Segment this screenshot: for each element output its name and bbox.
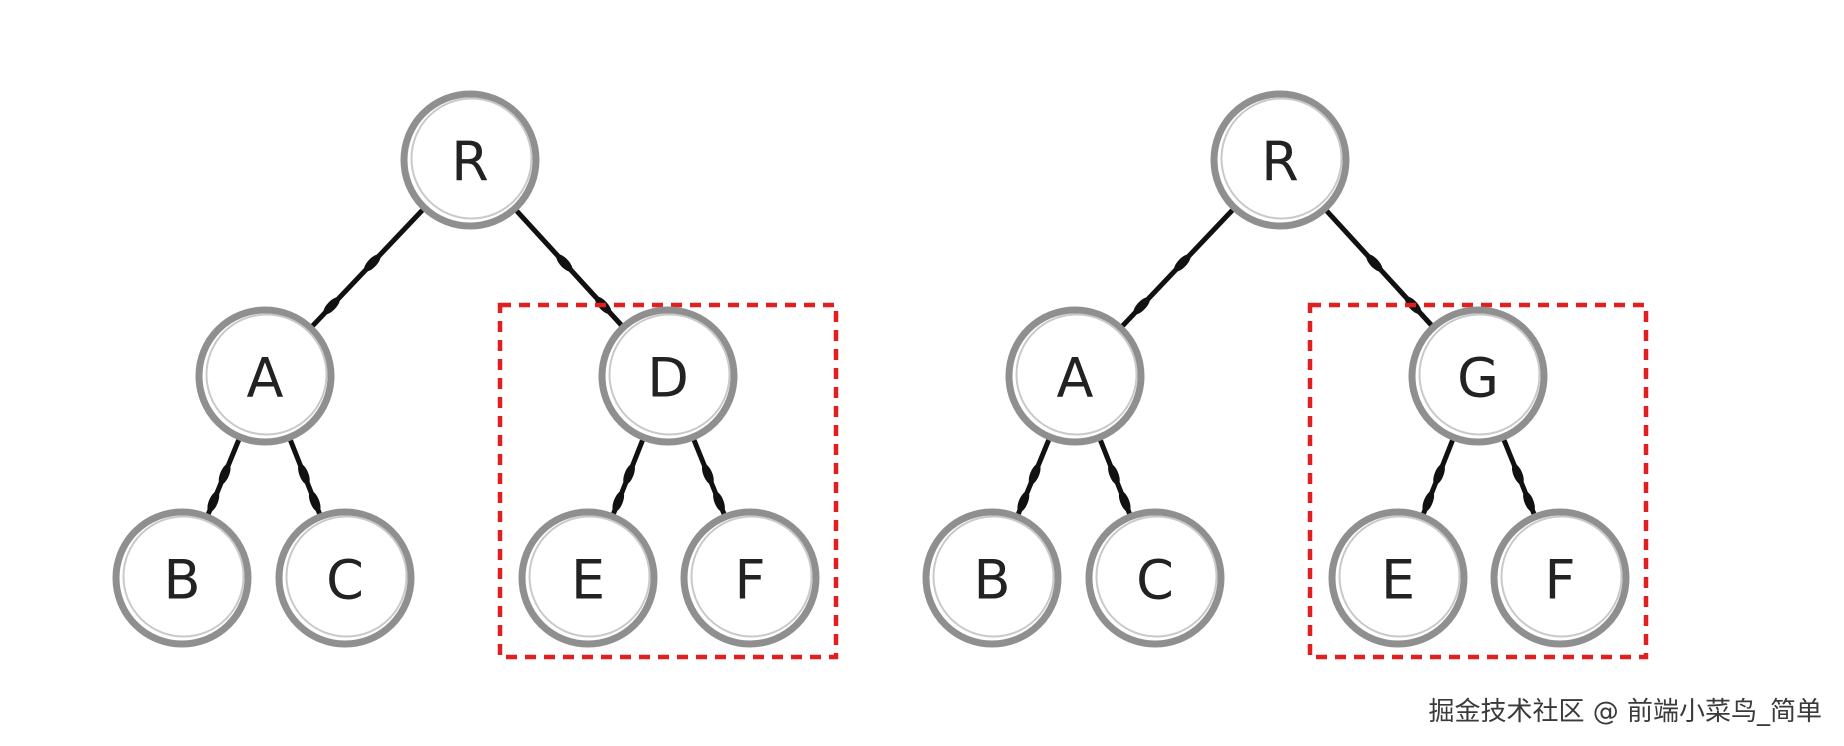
node-right-B: B	[922, 508, 1062, 648]
node-right-F: F	[1490, 508, 1630, 648]
node-left-R: R	[400, 90, 540, 230]
node-label-right-C: C	[1136, 549, 1174, 612]
edge-left-D-E	[610, 438, 645, 518]
node-label-left-D: D	[647, 347, 689, 410]
edge-right-A-B	[1015, 438, 1051, 518]
node-right-A: A	[1005, 306, 1145, 446]
node-label-right-R: R	[1261, 131, 1299, 194]
node-left-E: E	[518, 508, 658, 648]
node-left-B: B	[112, 508, 252, 648]
edge-left-R-D	[514, 209, 625, 329]
node-left-A: A	[195, 306, 335, 446]
node-label-left-R: R	[451, 131, 489, 194]
highlight-boxes-layer	[497, 302, 1649, 660]
node-left-F: F	[680, 508, 820, 648]
node-label-left-B: B	[163, 549, 200, 612]
node-right-R: R	[1210, 90, 1350, 230]
node-label-left-E: E	[571, 549, 605, 612]
node-label-right-B: B	[973, 549, 1010, 612]
edge-right-A-C	[1098, 438, 1133, 518]
edge-left-A-B	[205, 438, 241, 518]
node-label-right-F: F	[1544, 549, 1575, 612]
edges-layer	[205, 208, 1537, 518]
node-label-left-A: A	[247, 347, 284, 410]
node-left-C: C	[275, 508, 415, 648]
node-label-left-C: C	[326, 549, 364, 612]
watermark-text: 掘金技术社区 @ 前端小菜鸟_简单	[1428, 697, 1822, 727]
node-right-G: G	[1408, 306, 1548, 446]
highlight-box-left-D	[497, 302, 839, 660]
edge-left-D-F	[691, 438, 727, 518]
node-label-left-F: F	[734, 549, 765, 612]
edge-right-R-G	[1324, 209, 1435, 329]
node-right-E: E	[1328, 508, 1468, 648]
nodes-layer: R A D B C E F R A G B C E F	[112, 90, 1630, 648]
node-label-right-A: A	[1057, 347, 1094, 410]
edge-left-R-A	[309, 208, 425, 330]
edge-right-G-E	[1420, 438, 1455, 518]
node-left-D: D	[598, 306, 738, 446]
edge-right-G-F	[1501, 438, 1537, 518]
node-right-C: C	[1085, 508, 1225, 648]
node-label-right-E: E	[1381, 549, 1415, 612]
edge-left-A-C	[288, 438, 323, 518]
node-label-right-G: G	[1457, 347, 1499, 410]
edge-right-R-A	[1119, 208, 1235, 330]
highlight-box-right-G	[1307, 302, 1649, 660]
